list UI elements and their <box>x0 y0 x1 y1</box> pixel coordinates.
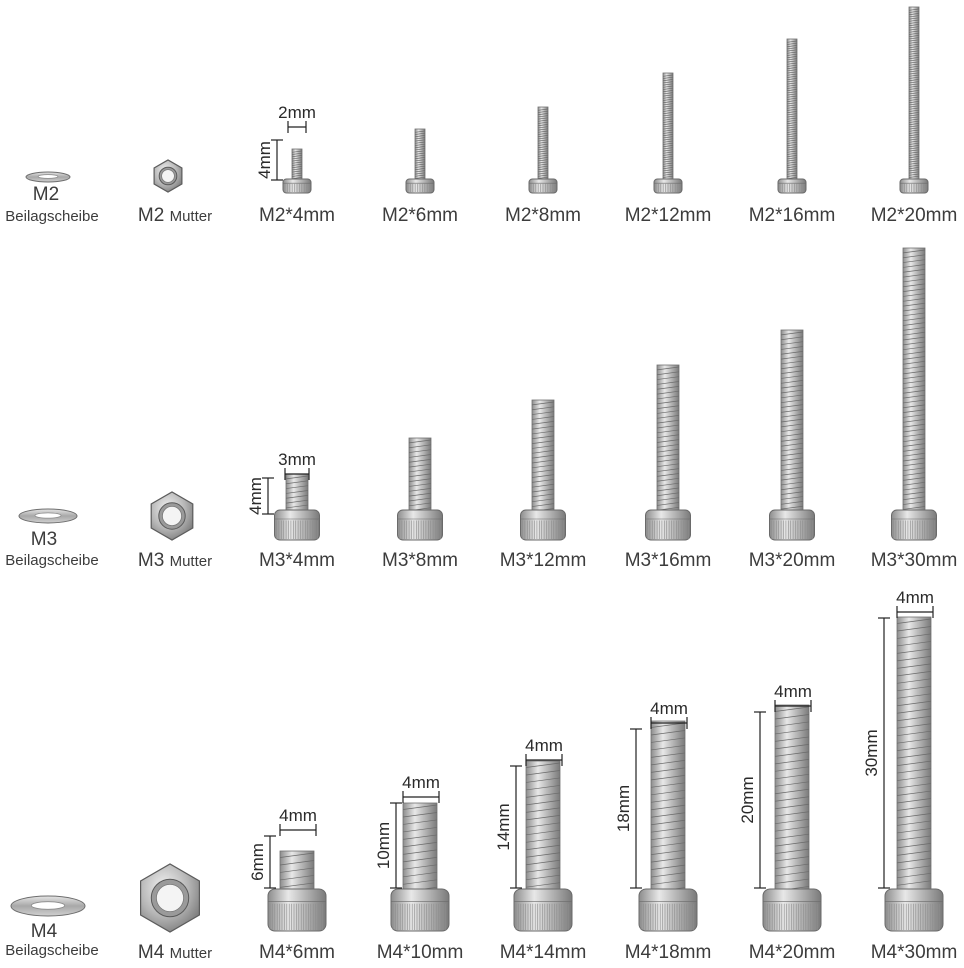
length-dimension-label: 14mm <box>494 803 513 850</box>
socket-cap-bolt-image <box>513 760 573 932</box>
socket-cap-bolt-image <box>528 106 558 194</box>
bolt-label: M4*20mm <box>748 942 836 963</box>
nut-label: M4 Mutter <box>137 942 213 963</box>
socket-cap-bolt-image <box>405 128 435 194</box>
length-dimension: 30mm <box>862 617 890 889</box>
socket-cap-bolt-image <box>653 72 683 194</box>
row-m3-parts <box>18 247 937 541</box>
length-dimension-label: 10mm <box>374 822 393 869</box>
washer-image <box>10 895 86 917</box>
width-dimension-label: 4mm <box>896 588 934 607</box>
width-dimension: 4mm <box>402 773 440 803</box>
length-dimension-label: 18mm <box>614 785 633 832</box>
width-dimension: 4mm <box>279 806 317 836</box>
row-m4-parts <box>10 616 944 933</box>
socket-cap-bolt-image <box>891 247 937 541</box>
socket-cap-bolt-image <box>274 473 320 541</box>
bolt-label: M2*12mm <box>624 205 712 226</box>
bolt-label: M4*6mm <box>258 942 336 963</box>
dimension-annotations: 2mm4mm3mm4mm4mm6mm4mm10mm4mm14mm4mm18mm4… <box>246 103 934 889</box>
length-dimension: 20mm <box>738 711 766 889</box>
width-dimension: 4mm <box>774 682 812 712</box>
width-dimension-label: 4mm <box>774 682 812 701</box>
width-dimension: 4mm <box>525 736 563 766</box>
washer-image <box>25 171 71 183</box>
width-dimension-label: 4mm <box>402 773 440 792</box>
width-dimension-label: 2mm <box>278 103 316 122</box>
hex-nut-image <box>153 159 183 193</box>
length-dimension: 4mm <box>255 139 283 181</box>
socket-cap-bolt-image <box>390 802 450 932</box>
bolt-label: M3*30mm <box>870 550 958 571</box>
length-dimension-label: 30mm <box>862 729 881 776</box>
bolt-label: M3*20mm <box>748 550 836 571</box>
length-dimension-label: 4mm <box>255 141 274 179</box>
bolt-label: M4*30mm <box>870 942 958 963</box>
width-dimension: 4mm <box>896 588 934 618</box>
bolt-label: M3*8mm <box>381 550 459 571</box>
socket-cap-bolt-image <box>282 148 312 194</box>
bolt-label: M2*6mm <box>381 205 459 226</box>
socket-cap-bolt-image <box>762 704 822 932</box>
width-dimension: 4mm <box>650 699 688 729</box>
bolt-label: M4*10mm <box>376 942 464 963</box>
hex-nut-image <box>150 491 194 541</box>
length-dimension: 14mm <box>494 765 522 889</box>
socket-cap-bolt-image <box>777 38 807 194</box>
bolt-label: M3*16mm <box>624 550 712 571</box>
bolt-label: M3*4mm <box>258 550 336 571</box>
socket-cap-bolt-image <box>645 364 691 541</box>
length-dimension-label: 6mm <box>248 843 267 881</box>
bolt-label: M4*14mm <box>499 942 587 963</box>
bolt-label: M2*8mm <box>504 205 582 226</box>
width-dimension-label: 4mm <box>525 736 563 755</box>
socket-cap-bolt-image <box>397 437 443 541</box>
nut-label: M2 Mutter <box>137 205 213 226</box>
length-dimension-label: 20mm <box>738 776 757 823</box>
bolt-label: M4*18mm <box>624 942 712 963</box>
nut-label: M3 Mutter <box>137 550 213 571</box>
socket-cap-bolt-image <box>899 6 929 194</box>
washer-size-label: M3 <box>30 529 58 550</box>
length-dimension: 6mm <box>248 835 276 889</box>
length-dimension-label: 4mm <box>246 477 265 515</box>
socket-cap-bolt-image <box>884 616 944 932</box>
width-dimension-label: 4mm <box>279 806 317 825</box>
width-dimension-label: 3mm <box>278 450 316 469</box>
hex-nut-image <box>140 863 200 933</box>
length-dimension: 10mm <box>374 802 402 889</box>
washer-word-label: Beilagscheibe <box>5 552 99 569</box>
socket-cap-bolt-image <box>769 329 815 541</box>
width-dimension-label: 4mm <box>650 699 688 718</box>
washer-size-label: M2 <box>32 184 60 205</box>
washer-image <box>18 508 78 524</box>
row-m2-parts <box>25 6 929 194</box>
bolt-label: M2*16mm <box>748 205 836 226</box>
socket-cap-bolt-image <box>638 720 698 932</box>
bolt-label: M3*12mm <box>499 550 587 571</box>
bolt-label: M2*4mm <box>258 205 336 226</box>
washer-word-label: Beilagscheibe <box>5 942 99 959</box>
length-dimension: 4mm <box>246 477 274 515</box>
bolt-label: M2*20mm <box>870 205 958 226</box>
width-dimension: 3mm <box>278 450 316 480</box>
socket-cap-bolt-image <box>267 850 327 932</box>
socket-cap-bolt-image <box>520 399 566 541</box>
washer-size-label: M4 <box>30 921 58 942</box>
width-dimension: 2mm <box>278 103 316 133</box>
washer-word-label: Beilagscheibe <box>5 208 99 225</box>
length-dimension: 18mm <box>614 728 642 889</box>
